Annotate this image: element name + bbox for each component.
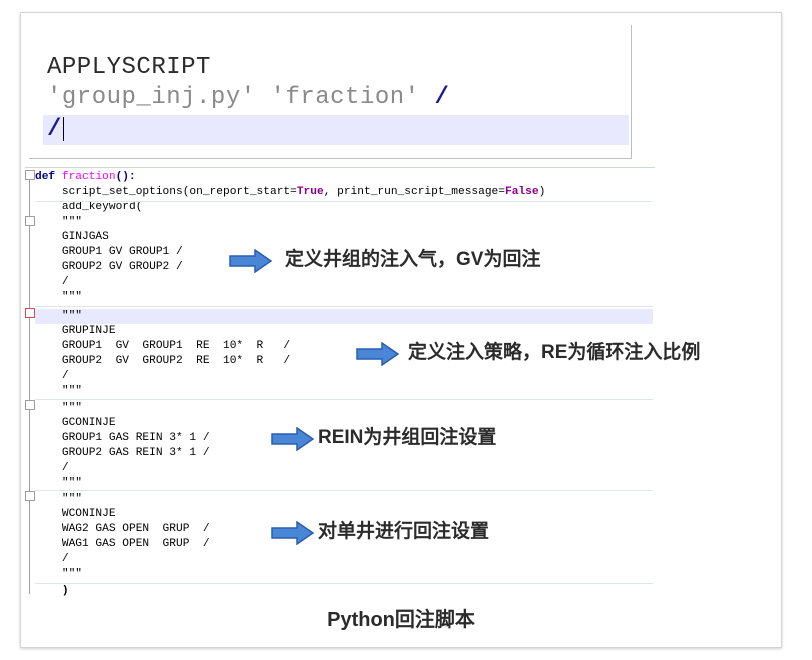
annotation-gconinje: REIN为井组回注设置 bbox=[318, 427, 497, 448]
figure-caption: Python回注脚本 bbox=[327, 609, 475, 631]
string-line: / bbox=[35, 276, 69, 288]
string-line: GROUP2 GV GROUP2 / bbox=[35, 261, 183, 273]
string-line: """ bbox=[35, 385, 82, 397]
annotation-arrow-icon bbox=[356, 342, 400, 366]
string-line: """ bbox=[35, 216, 82, 228]
text-caret bbox=[62, 116, 64, 141]
separator bbox=[35, 399, 653, 400]
string-line: GINJGAS bbox=[35, 231, 109, 243]
string-line: """ bbox=[35, 493, 82, 505]
annotation-arrow-icon bbox=[271, 521, 315, 545]
string-line: GROUP1 GAS REIN 3* 1 / bbox=[35, 432, 210, 444]
string-line: """ bbox=[35, 310, 82, 322]
fold-toggle-icon[interactable] bbox=[25, 216, 35, 226]
code-line-close-paren: ) bbox=[35, 585, 69, 597]
annotation-ginjgas: 定义井组的注入气，GV为回注 bbox=[285, 249, 541, 270]
function-name: fraction bbox=[61, 171, 116, 183]
code-line-def: def fraction(): bbox=[35, 170, 136, 185]
closing-slash-line: / bbox=[47, 115, 64, 145]
string-line: / bbox=[35, 370, 69, 382]
string-line: """ bbox=[35, 568, 82, 580]
separator bbox=[35, 201, 653, 202]
options-param: , print_run_script_message= bbox=[323, 186, 505, 198]
string-line: GROUP2 GV GROUP2 RE 10* R / bbox=[35, 355, 291, 367]
function-signature: (): bbox=[115, 171, 136, 183]
applyscript-args: 'group_inj.py' 'fraction' bbox=[47, 84, 435, 111]
string-line: WCONINJE bbox=[35, 508, 116, 520]
separator bbox=[35, 583, 653, 584]
annotation-arrow-icon bbox=[229, 249, 273, 273]
string-line: WAG2 GAS OPEN GRUP / bbox=[35, 523, 210, 535]
string-line: GROUP1 GV GROUP1 RE 10* R / bbox=[35, 340, 291, 352]
current-line-highlight bbox=[43, 115, 629, 145]
closing-slash: / bbox=[47, 116, 62, 143]
applyscript-keyword: APPLYSCRIPT bbox=[47, 54, 211, 81]
true-literal: True bbox=[296, 186, 324, 198]
separator bbox=[35, 490, 653, 491]
string-line: GROUP1 GV GROUP1 / bbox=[35, 246, 183, 258]
current-line-highlight bbox=[35, 309, 653, 324]
string-line: / bbox=[35, 462, 69, 474]
string-line: WAG1 GAS OPEN GRUP / bbox=[35, 538, 210, 550]
fold-toggle-icon[interactable] bbox=[25, 170, 35, 180]
annotation-arrow-icon bbox=[271, 427, 315, 451]
fold-toggle-icon[interactable] bbox=[25, 400, 35, 410]
def-keyword: def bbox=[35, 171, 56, 183]
annotation-wconinje: 对单井进行回注设置 bbox=[318, 521, 490, 542]
options-call: script_set_options(on_report_start= bbox=[35, 186, 297, 198]
options-close: ) bbox=[538, 186, 546, 198]
string-line: """ bbox=[35, 477, 82, 489]
string-line: / bbox=[35, 553, 69, 565]
fold-toggle-icon[interactable] bbox=[25, 491, 35, 501]
separator bbox=[35, 306, 653, 307]
figure-card: APPLYSCRIPT 'group_inj.py' 'fraction' / … bbox=[20, 12, 782, 648]
string-line: """ bbox=[35, 402, 82, 414]
string-line: GRUPINJE bbox=[35, 325, 116, 337]
applyscript-args-line: 'group_inj.py' 'fraction' / bbox=[47, 83, 449, 113]
string-line: GROUP2 GAS REIN 3* 1 / bbox=[35, 447, 210, 459]
fold-toggle-icon[interactable] bbox=[25, 308, 35, 318]
code-line-options: script_set_options(on_report_start=True,… bbox=[35, 185, 545, 200]
terminator-slash: / bbox=[434, 84, 450, 111]
annotation-grupinje: 定义注入策略，RE为循环注入比例 bbox=[408, 342, 701, 363]
python-code-editor[interactable]: def fraction(): script_set_options(on_re… bbox=[25, 167, 655, 600]
false-literal: False bbox=[504, 186, 539, 198]
string-line: GCONINJE bbox=[35, 417, 116, 429]
string-line: """ bbox=[35, 291, 82, 303]
code-line-add-keyword: add_keyword( bbox=[35, 201, 143, 213]
applyscript-editor[interactable]: APPLYSCRIPT 'group_inj.py' 'fraction' / … bbox=[29, 25, 632, 159]
fold-gutter bbox=[25, 168, 35, 600]
fold-guide bbox=[29, 178, 30, 594]
